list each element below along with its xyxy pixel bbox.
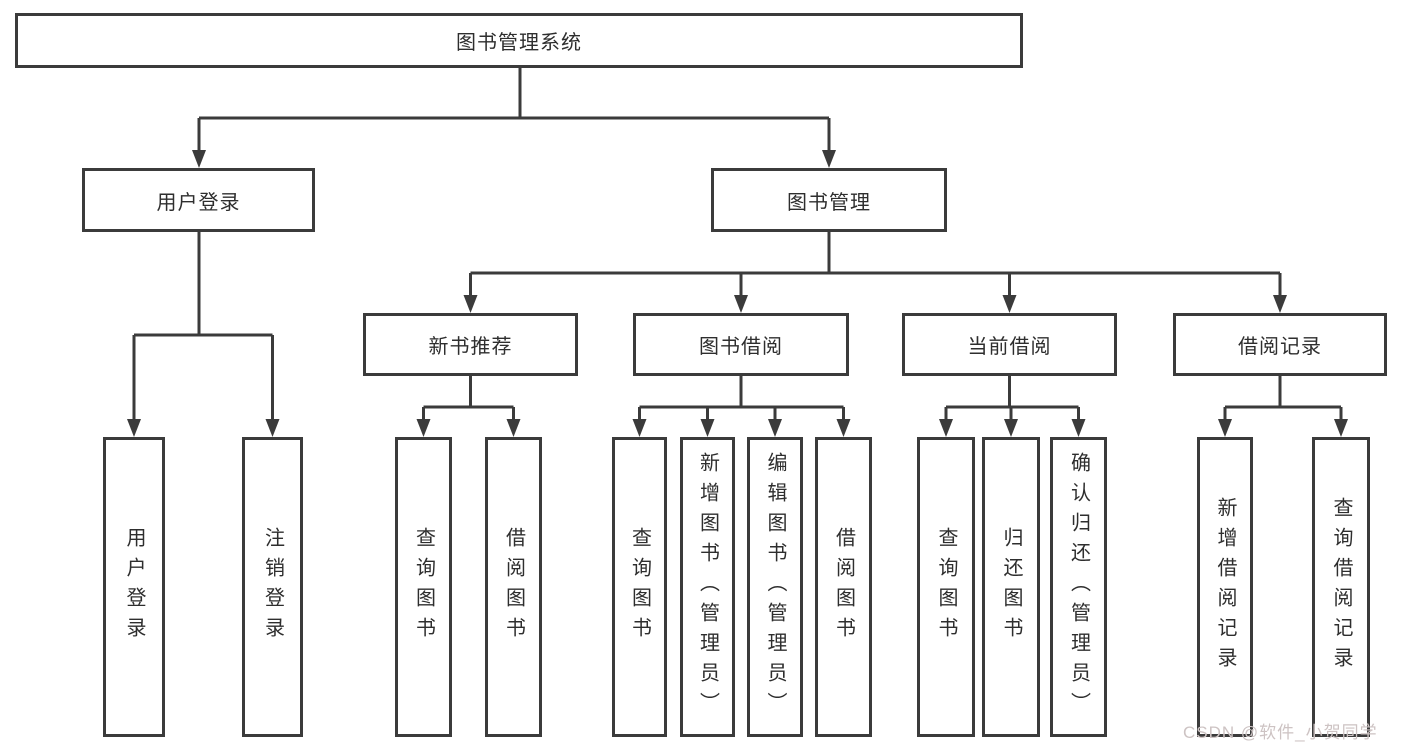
leaf-return-books: 归还图书 [982,437,1040,737]
leaf-user-login: 用户登录 [103,437,165,737]
leaf-borrow-books-recommend-label: 借阅图书 [502,527,525,647]
node-borrowing-records: 借阅记录 [1173,313,1387,376]
leaf-edit-book-admin: 编辑图书（管理员） [747,437,803,737]
leaf-user-login-label: 用户登录 [123,527,145,647]
leaf-query-books-recommend: 查询图书 [395,437,452,737]
leaf-borrow-books-recommend: 借阅图书 [485,437,542,737]
leaf-add-borrow-record-label: 新增借阅记录 [1214,497,1236,677]
node-current-borrowing: 当前借阅 [902,313,1117,376]
node-book-management: 图书管理 [711,168,947,232]
node-root: 图书管理系统 [15,13,1023,68]
node-new-book-recommendation: 新书推荐 [363,313,578,376]
leaf-edit-book-admin-label: 编辑图书（管理员） [764,452,786,722]
leaf-borrow-books: 借阅图书 [815,437,872,737]
leaf-query-borrow-record: 查询借阅记录 [1312,437,1370,737]
leaf-add-book-admin: 新增图书（管理员） [680,437,735,737]
csdn-watermark: CSDN @软件_小贺同学 [1183,723,1378,742]
leaf-query-borrow-record-label: 查询借阅记录 [1330,497,1352,677]
leaf-add-borrow-record: 新增借阅记录 [1197,437,1253,737]
leaf-logout-label: 注销登录 [261,527,284,647]
leaf-query-books-current-label: 查询图书 [935,527,957,647]
leaf-query-books-current: 查询图书 [917,437,975,737]
node-user-login: 用户登录 [82,168,315,232]
leaf-query-books-recommend-label: 查询图书 [412,527,435,647]
node-book-borrowing: 图书借阅 [633,313,849,376]
leaf-query-books-borrowing-label: 查询图书 [628,527,651,647]
leaf-query-books-borrowing: 查询图书 [612,437,667,737]
leaf-add-book-admin-label: 新增图书（管理员） [696,452,719,722]
leaf-confirm-return-admin: 确认归还（管理员） [1050,437,1107,737]
leaf-confirm-return-admin-label: 确认归还（管理员） [1067,452,1090,722]
leaf-return-books-label: 归还图书 [1000,527,1022,647]
leaf-logout: 注销登录 [242,437,303,737]
leaf-borrow-books-label: 借阅图书 [832,527,855,647]
